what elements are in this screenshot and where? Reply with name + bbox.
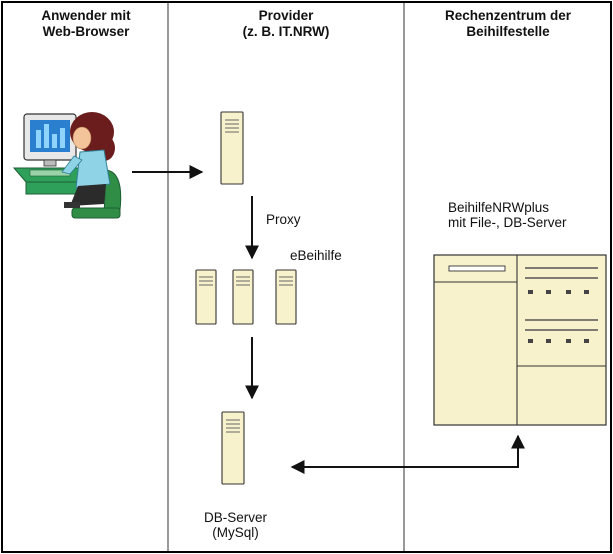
column-title-datacenter: Rechenzentrum der Beihilfestelle <box>444 8 572 39</box>
db-server-label: DB-Server (MySql) <box>204 510 268 540</box>
beihilfe-nrwplus-label: BeihilfeNRWplus mit File-, DB-Server <box>448 200 567 230</box>
proxy-label: Proxy <box>266 212 301 227</box>
column-title-provider: Provider (z. B. IT.NRW) <box>242 8 330 39</box>
column-title-user: Anwender mit Web-Browser <box>41 8 131 39</box>
user-at-computer-icon <box>12 112 122 219</box>
arrow-cabinet-db-bidirectional <box>290 434 525 474</box>
ebeihilfe-server-3-icon <box>275 269 297 325</box>
db-server-icon <box>221 411 245 485</box>
proxy-server-icon <box>220 111 244 185</box>
ebeihilfe-server-2-icon <box>232 269 254 325</box>
ebeihilfe-label: eBeihilfe <box>290 248 342 263</box>
beihilfe-nrwplus-cabinet-icon <box>433 254 607 426</box>
ebeihilfe-server-1-icon <box>195 269 217 325</box>
